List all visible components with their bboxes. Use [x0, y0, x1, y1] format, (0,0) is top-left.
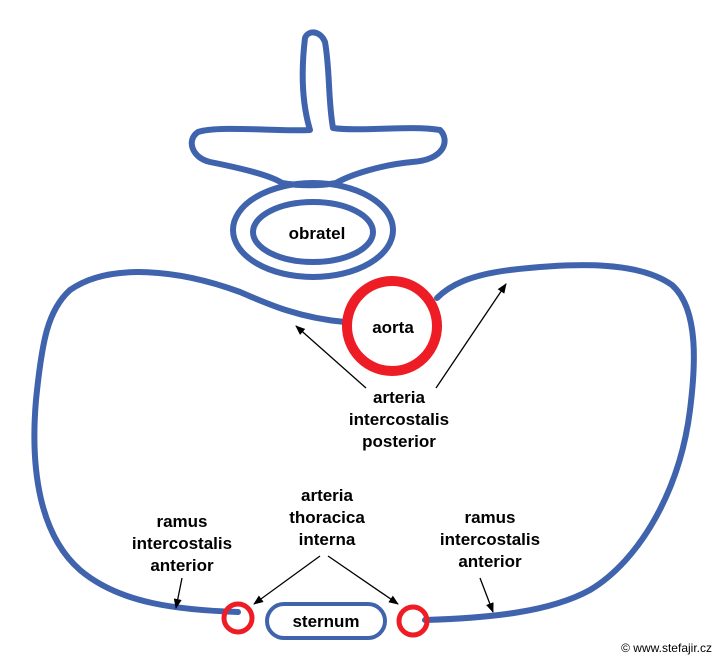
vertebral-body-inner — [250, 199, 376, 265]
aorta-label: aorta — [372, 318, 414, 337]
vertebra-label: obratel — [289, 224, 346, 243]
arteria-thoracica-interna-label-3: interna — [299, 530, 356, 549]
ramus-intercostalis-anterior-left-label-3: anterior — [150, 556, 214, 575]
arteria-intercostalis-posterior-label-3: posterior — [362, 432, 436, 451]
arrow-ramus-right — [479, 577, 494, 613]
sternum-outline — [265, 602, 387, 640]
arrow-posterior-left — [295, 325, 367, 389]
aorta-circle — [342, 276, 442, 376]
ramus-intercostalis-anterior-right-label-2: intercostalis — [440, 530, 540, 549]
arrow-posterior-right — [435, 283, 507, 389]
arrow-thoracica-right — [327, 555, 399, 605]
sternum-label: sternum — [292, 612, 359, 631]
ramus-intercostalis-anterior-right-label-1: ramus — [464, 508, 515, 527]
copyright-text: © www.stefajir.cz — [621, 641, 712, 655]
thoracic-wall-outline — [31, 262, 697, 623]
ramus-intercostalis-anterior-left-label-1: ramus — [156, 512, 207, 531]
arteria-intercostalis-posterior-label-1: arteria — [373, 388, 426, 407]
ramus-intercostalis-anterior-right-label-3: anterior — [458, 552, 522, 571]
internal-thoracic-artery-right — [396, 604, 430, 638]
arteria-thoracica-interna-label-1: arteria — [301, 486, 354, 505]
vertebral-body-outer — [230, 180, 396, 280]
arrow-ramus-left — [173, 577, 183, 609]
vertebra-spinous-process — [188, 29, 448, 189]
arrow-thoracica-left — [253, 555, 321, 605]
internal-thoracic-artery-left — [221, 601, 255, 635]
ramus-intercostalis-anterior-left-label-2: intercostalis — [132, 534, 232, 553]
arteria-thoracica-interna-label-2: thoracica — [289, 508, 365, 527]
arteria-intercostalis-posterior-label-2: intercostalis — [349, 410, 449, 429]
